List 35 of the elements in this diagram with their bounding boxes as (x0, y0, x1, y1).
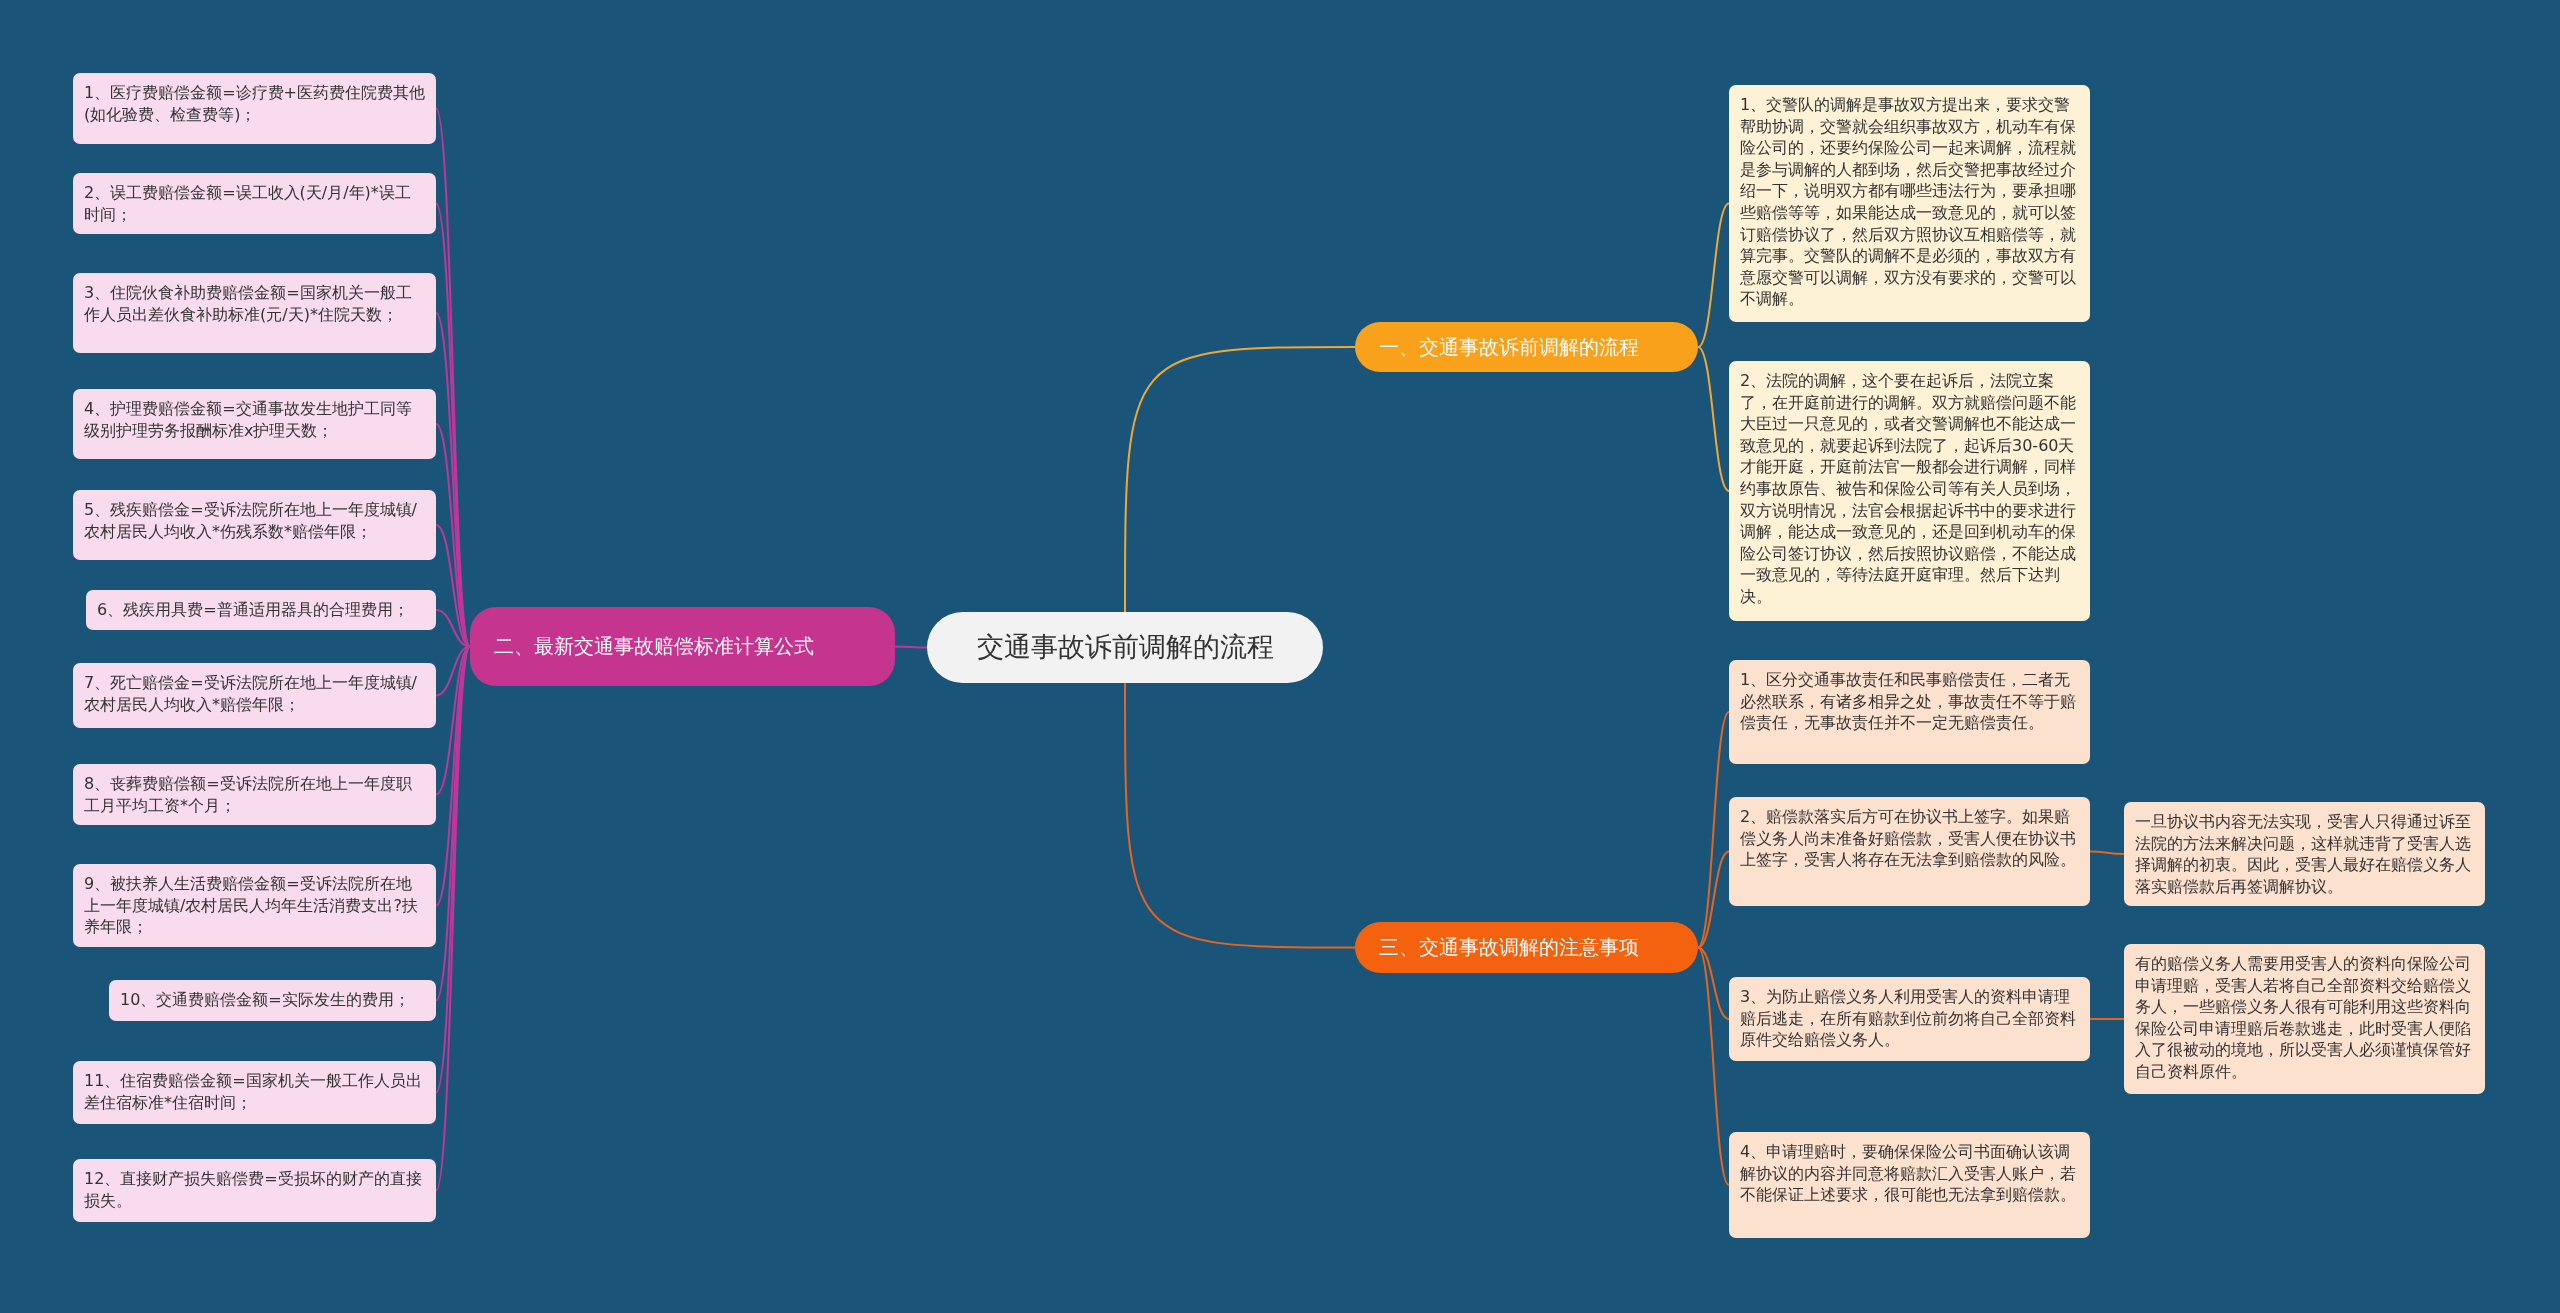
note-card: 有的赔偿义务人需要用受害人的资料向保险公司申请理赔，受害人若将自己全部资料交给赔偿义务人，一些赔偿义务人很有可能利用这些资料向保险公司申请理赔后卷款逃走，此时受害人便陷入了很被动的境地，所以受害人必须谨慎保管好自己资料原件。 (2124, 944, 2485, 1094)
connector (1697, 946, 1730, 1186)
note-card: 10、交通费赔偿金额=实际发生的费用； (109, 980, 436, 1021)
connector (1124, 682, 1356, 949)
connector (1697, 346, 1730, 492)
connector (1697, 711, 1730, 949)
connector (894, 645, 928, 649)
connector (1697, 202, 1730, 348)
branch-topic: 一、交通事故诉前调解的流程 (1355, 322, 1698, 372)
central-topic: 交通事故诉前调解的流程 (927, 612, 1323, 683)
note-card: 3、为防止赔偿义务人利用受害人的资料申请理赔后逃走，在所有赔款到位前勿将自己全部资料原件交给赔偿义务人。 (1729, 977, 2090, 1061)
note-card: 3、住院伙食补助费赔偿金额=国家机关一般工作人员出差伙食补助标准(元/天)*住院天数； (73, 273, 436, 353)
connector (1697, 946, 1730, 1020)
note-card: 4、护理费赔偿金额=交通事故发生地护工同等级别护理劳务报酬标准x护理天数； (73, 389, 436, 459)
note-card: 一旦协议书内容无法实现，受害人只得通过诉至法院的方法来解决问题，这样就违背了受害人选择调解的初衷。因此，受害人最好在赔偿义务人落实赔偿款后再签调解协议。 (2124, 802, 2485, 907)
note-card: 7、死亡赔偿金=受诉法院所在地上一年度城镇/农村居民人均收入*赔偿年限； (73, 663, 436, 728)
note-card: 12、直接财产损失赔偿费=受损坏的财产的直接损失。 (73, 1159, 436, 1222)
note-card: 9、被扶养人生活费赔偿金额=受诉法院所在地上一年度城镇/农村居民人均年生活消费支出?扶养年限； (73, 864, 436, 947)
note-card: 11、住宿费赔偿金额=国家机关一般工作人员出差住宿标准*住宿时间； (73, 1061, 436, 1124)
branch-topic: 三、交通事故调解的注意事项 (1355, 922, 1698, 973)
note-card: 8、丧葬费赔偿额=受诉法院所在地上一年度职工月平均工资*个月； (73, 764, 436, 826)
note-card: 1、交警队的调解是事故双方提出来，要求交警帮助协调，交警就会组织事故双方，机动车有保险公司的，还要约保险公司一起来调解，流程就是参与调解的人都到场，然后交警把事故经过介绍一下，说明双方都有哪些违法行为，要承担哪些赔偿等等，如果能达成一致意见的，就可以签订赔偿协议了，然后双方照协议互相赔偿等，就算完事。交警队的调解不是必须的，事故双方有意愿交警可以调解，双方没有要求的，交警可以不调解。 (1729, 85, 2090, 322)
note-card: 2、法院的调解，这个要在起诉后，法院立案了，在开庭前进行的调解。双方就赔偿问题不能大臣过一只意见的，或者交警调解也不能达成一致意见的，就要起诉到法院了，起诉后30-60天才能开庭，开庭前法官一般都会进行调解，同样约事故原告、被告和保险公司等有关人员到场，双方说明情况，法官会根据起诉书中的要求进行调解，能达成一致意见的，还是回到机动车的保险公司签订协议，然后按照协议赔偿，不能达成一致意见的，等待法庭开庭审理。然后下达判决。 (1729, 361, 2090, 621)
note-card: 1、医疗费赔偿金额=诊疗费+医药费住院费其他(如化验费、检查费等)； (73, 73, 436, 144)
connector (1124, 346, 1356, 613)
note-card: 5、残疾赔偿金=受诉法院所在地上一年度城镇/农村居民人均收入*伤残系数*赔偿年限； (73, 490, 436, 560)
note-card: 1、区分交通事故责任和民事赔偿责任，二者无必然联系，有诸多相异之处，事故责任不等于赔偿责任，无事故责任并不一定无赔偿责任。 (1729, 660, 2090, 764)
note-card: 6、残疾用具费=普通适用器具的合理费用； (86, 590, 436, 630)
branch-topic: 二、最新交通事故赔偿标准计算公式 (470, 607, 895, 686)
connector (2089, 850, 2125, 855)
connector (2089, 1018, 2125, 1020)
connector (1697, 850, 1730, 949)
note-card: 2、赔偿款落实后方可在协议书上签字。如果赔偿义务人尚未准备好赔偿款，受害人便在协议书上签字，受害人将存在无法拿到赔偿款的风险。 (1729, 797, 2090, 906)
note-card: 4、申请理赔时，要确保保险公司书面确认该调解协议的内容并同意将赔款汇入受害人账户，若不能保证上述要求，很可能也无法拿到赔偿款。 (1729, 1132, 2090, 1238)
note-card: 2、误工费赔偿金额=误工收入(天/月/年)*误工时间； (73, 173, 436, 235)
